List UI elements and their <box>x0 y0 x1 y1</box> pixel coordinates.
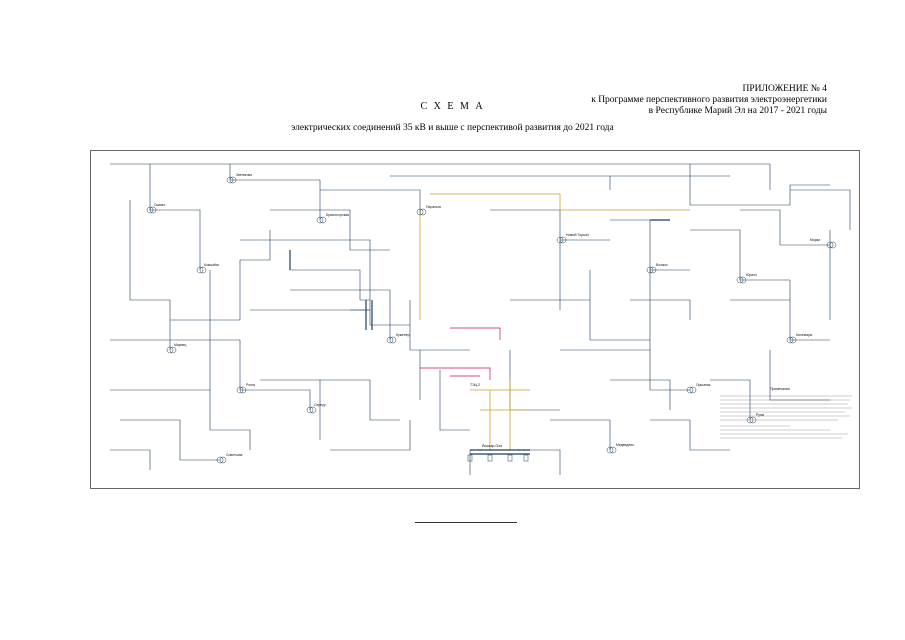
station-label: Советская <box>226 453 243 457</box>
page-title: С Х Е М А <box>420 101 485 112</box>
station-label: Руэм <box>756 413 765 417</box>
projected-lines-red <box>420 327 501 380</box>
separator-line <box>415 522 517 523</box>
station-label: Волжск <box>656 263 668 267</box>
station-label: Куженер <box>396 333 410 337</box>
electrical-scheme-diagram: Ошмес Звенигово Красногорская Кокшайск М… <box>90 150 860 489</box>
appendix-number: ПРИЛОЖЕНИЕ № 4 <box>742 84 827 94</box>
substation-busbars <box>289 219 670 455</box>
appendix-program-line: к Программе перспективного развития элек… <box>591 95 827 105</box>
station-label: Красногорская <box>326 213 349 217</box>
station-labels: Ошмес Звенигово Красногорская Кокшайск М… <box>154 173 820 457</box>
station-label: Морки <box>810 238 820 242</box>
notes-title: Примечания <box>770 387 790 391</box>
substation-symbols <box>146 176 837 464</box>
transmission-lines <box>110 163 851 475</box>
notes-text-lines <box>720 395 852 439</box>
page-subtitle: электрических соединений 35 кВ и выше с … <box>291 123 614 133</box>
station-label: Кокшайск <box>204 263 220 267</box>
station-label: Ошмес <box>154 203 166 207</box>
projected-lines-yellow <box>419 193 690 451</box>
station-label: Звенигово <box>236 173 252 177</box>
station-label: Ронга <box>246 383 255 387</box>
station-label: Параньга <box>426 205 441 209</box>
station-label: Мариец <box>174 343 186 347</box>
station-label: Медведево <box>616 443 634 447</box>
station-label: Йошкар-Ола <box>482 444 502 448</box>
station-label: Новый Торъял <box>566 233 589 237</box>
notes-block: Примечания <box>720 387 852 439</box>
station-label: Юрино <box>746 273 757 277</box>
appendix-region-line: в Республике Марий Эл на 2017 - 2021 год… <box>648 106 827 116</box>
station-label: Килемары <box>796 333 813 337</box>
station-label: ТЭЦ-2 <box>470 383 480 387</box>
diagram-frame <box>90 150 860 489</box>
station-label: Сернур <box>314 403 326 407</box>
station-label: Оршанка <box>696 383 711 387</box>
